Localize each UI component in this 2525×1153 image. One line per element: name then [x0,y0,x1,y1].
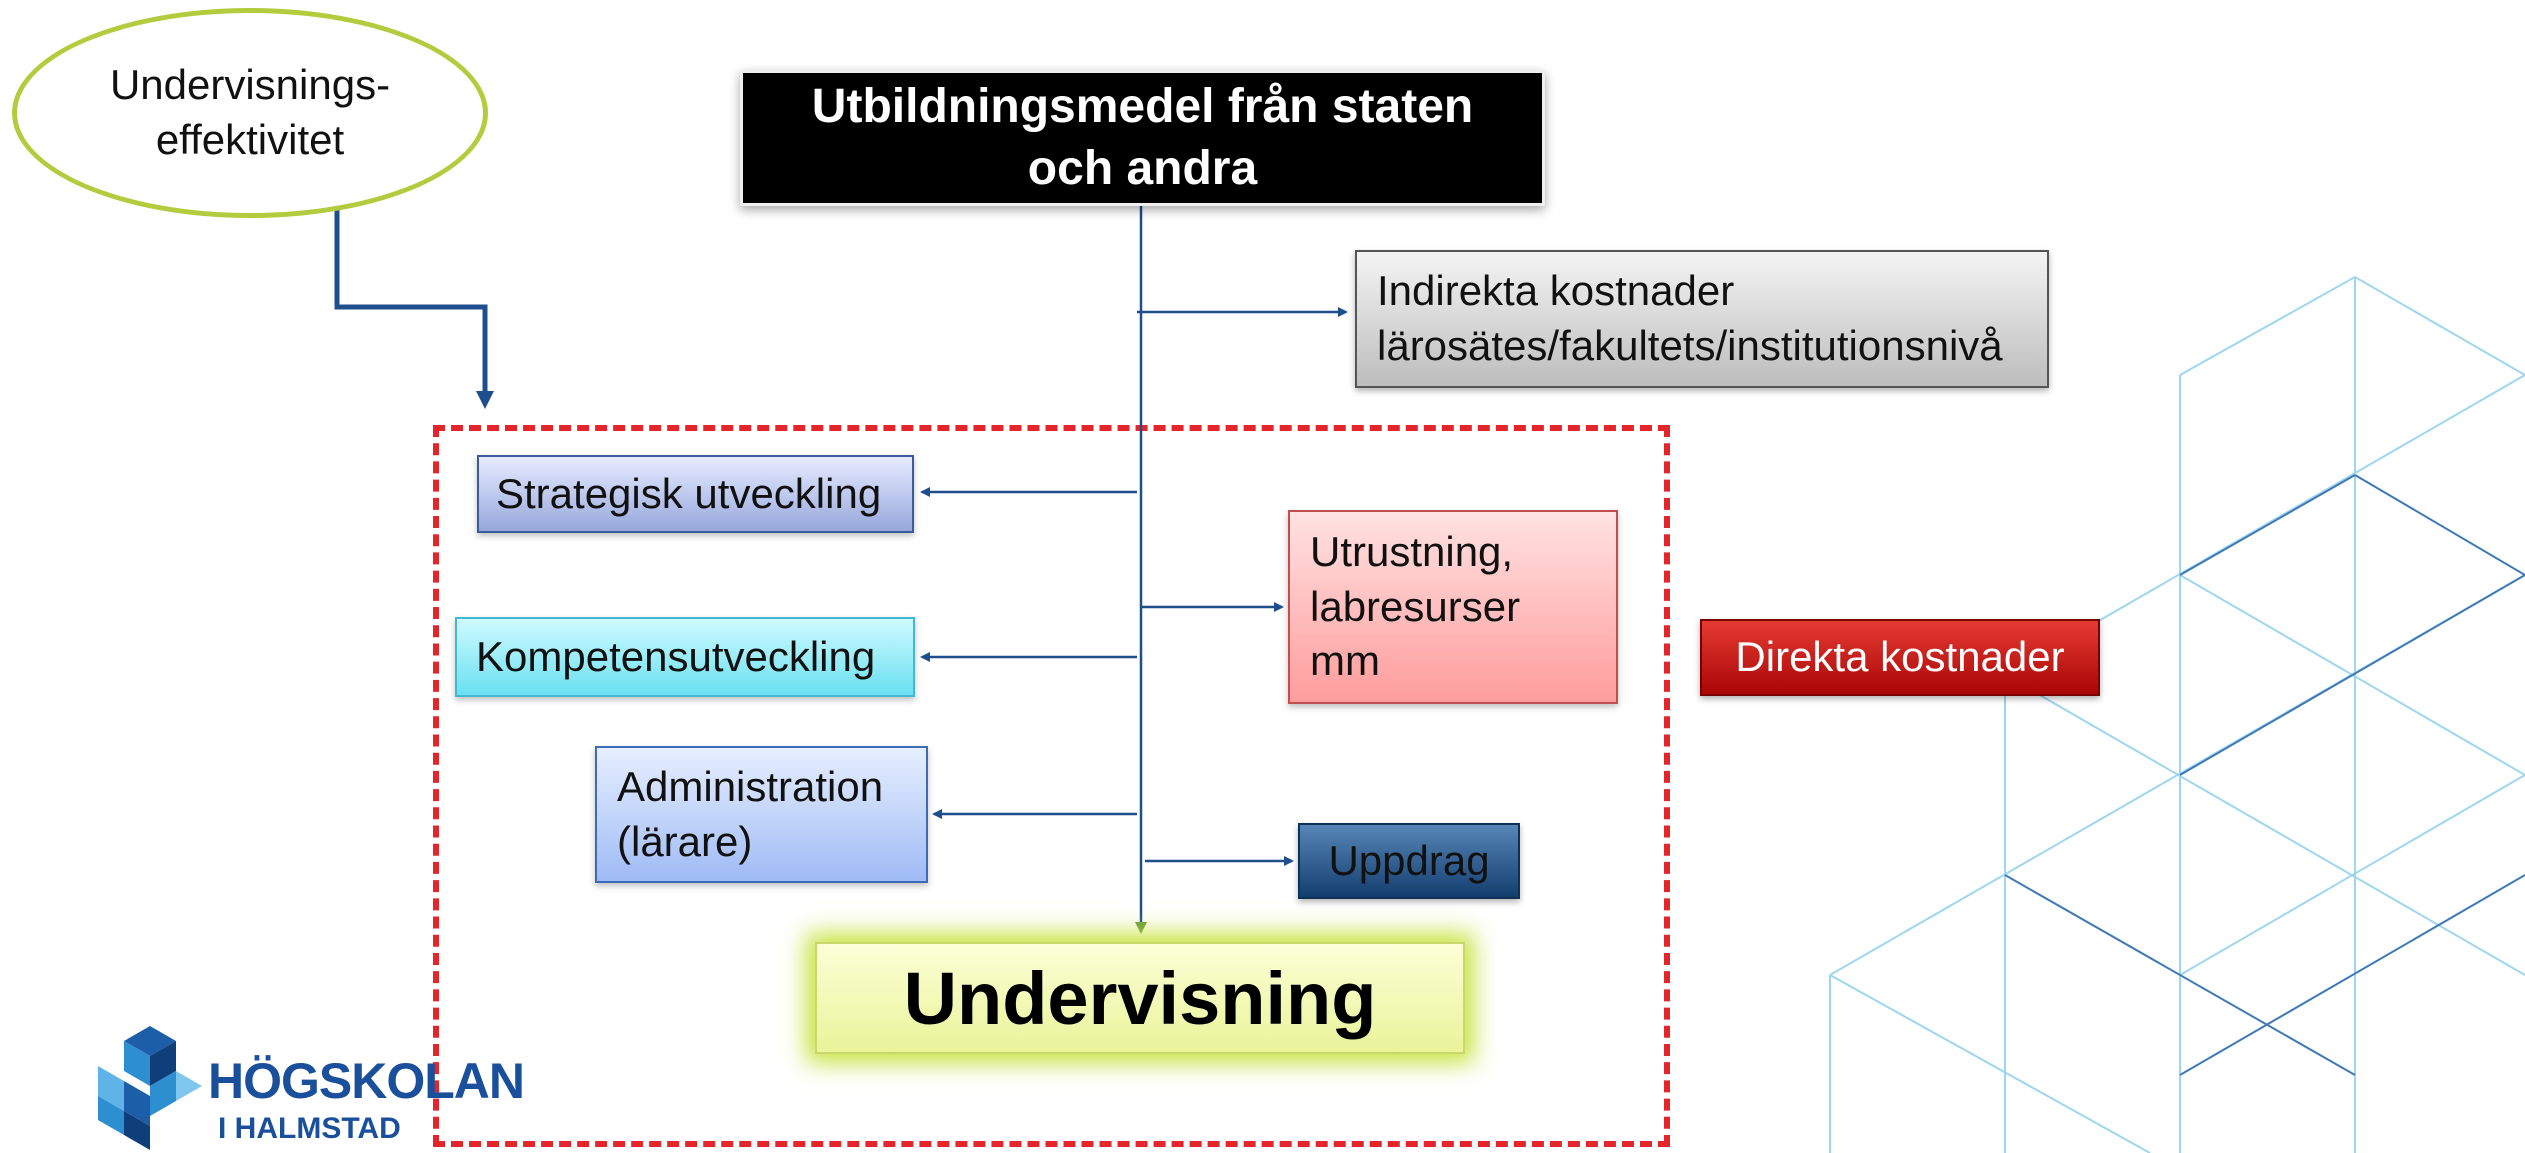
competence-development-label: Kompetensutveckling [476,632,876,680]
efficiency-connector [334,206,494,409]
commission-box: Uppdrag [1298,823,1520,899]
funding-label: Utbildningsmedel från staten och andra [811,79,1474,195]
logo-name: HÖGSKOLAN [208,1053,525,1109]
indirect-costs-box: Indirekta kostnader lärosätes/fakultets/… [1355,250,2049,388]
direct-costs-box: Direkta kostnader [1700,619,2100,696]
funding-box: Utbildningsmedel från staten och andra [740,70,1545,206]
efficiency-oval: Undervisnings- effektivitet [12,8,488,218]
hogskolan-halmstad-logo: HÖGSKOLAN I HALMSTAD [90,1022,525,1153]
logo-mark-icon [98,1026,202,1150]
logo-sub: I HALMSTAD [218,1112,401,1145]
commission-label: Uppdrag [1328,836,1490,884]
direct-costs-label: Direkta kostnader [1735,633,2065,681]
teaching-box: Undervisning [815,942,1465,1054]
strategic-development-box: Strategisk utveckling [477,455,914,533]
administration-label: Administration (lärare) [617,762,884,865]
equipment-box: Utrustning, labresurser mm [1288,510,1618,704]
strategic-development-label: Strategisk utveckling [496,469,882,517]
dashed-frame [433,425,1670,1147]
teaching-label: Undervisning [903,956,1377,1040]
administration-box: Administration (lärare) [595,746,928,883]
competence-development-box: Kompetensutveckling [455,617,915,697]
efficiency-label: Undervisnings- effektivitet [109,61,391,163]
equipment-label: Utrustning, labresurser mm [1310,528,1521,685]
indirect-costs-label: Indirekta kostnader lärosätes/fakultets/… [1377,267,2003,369]
